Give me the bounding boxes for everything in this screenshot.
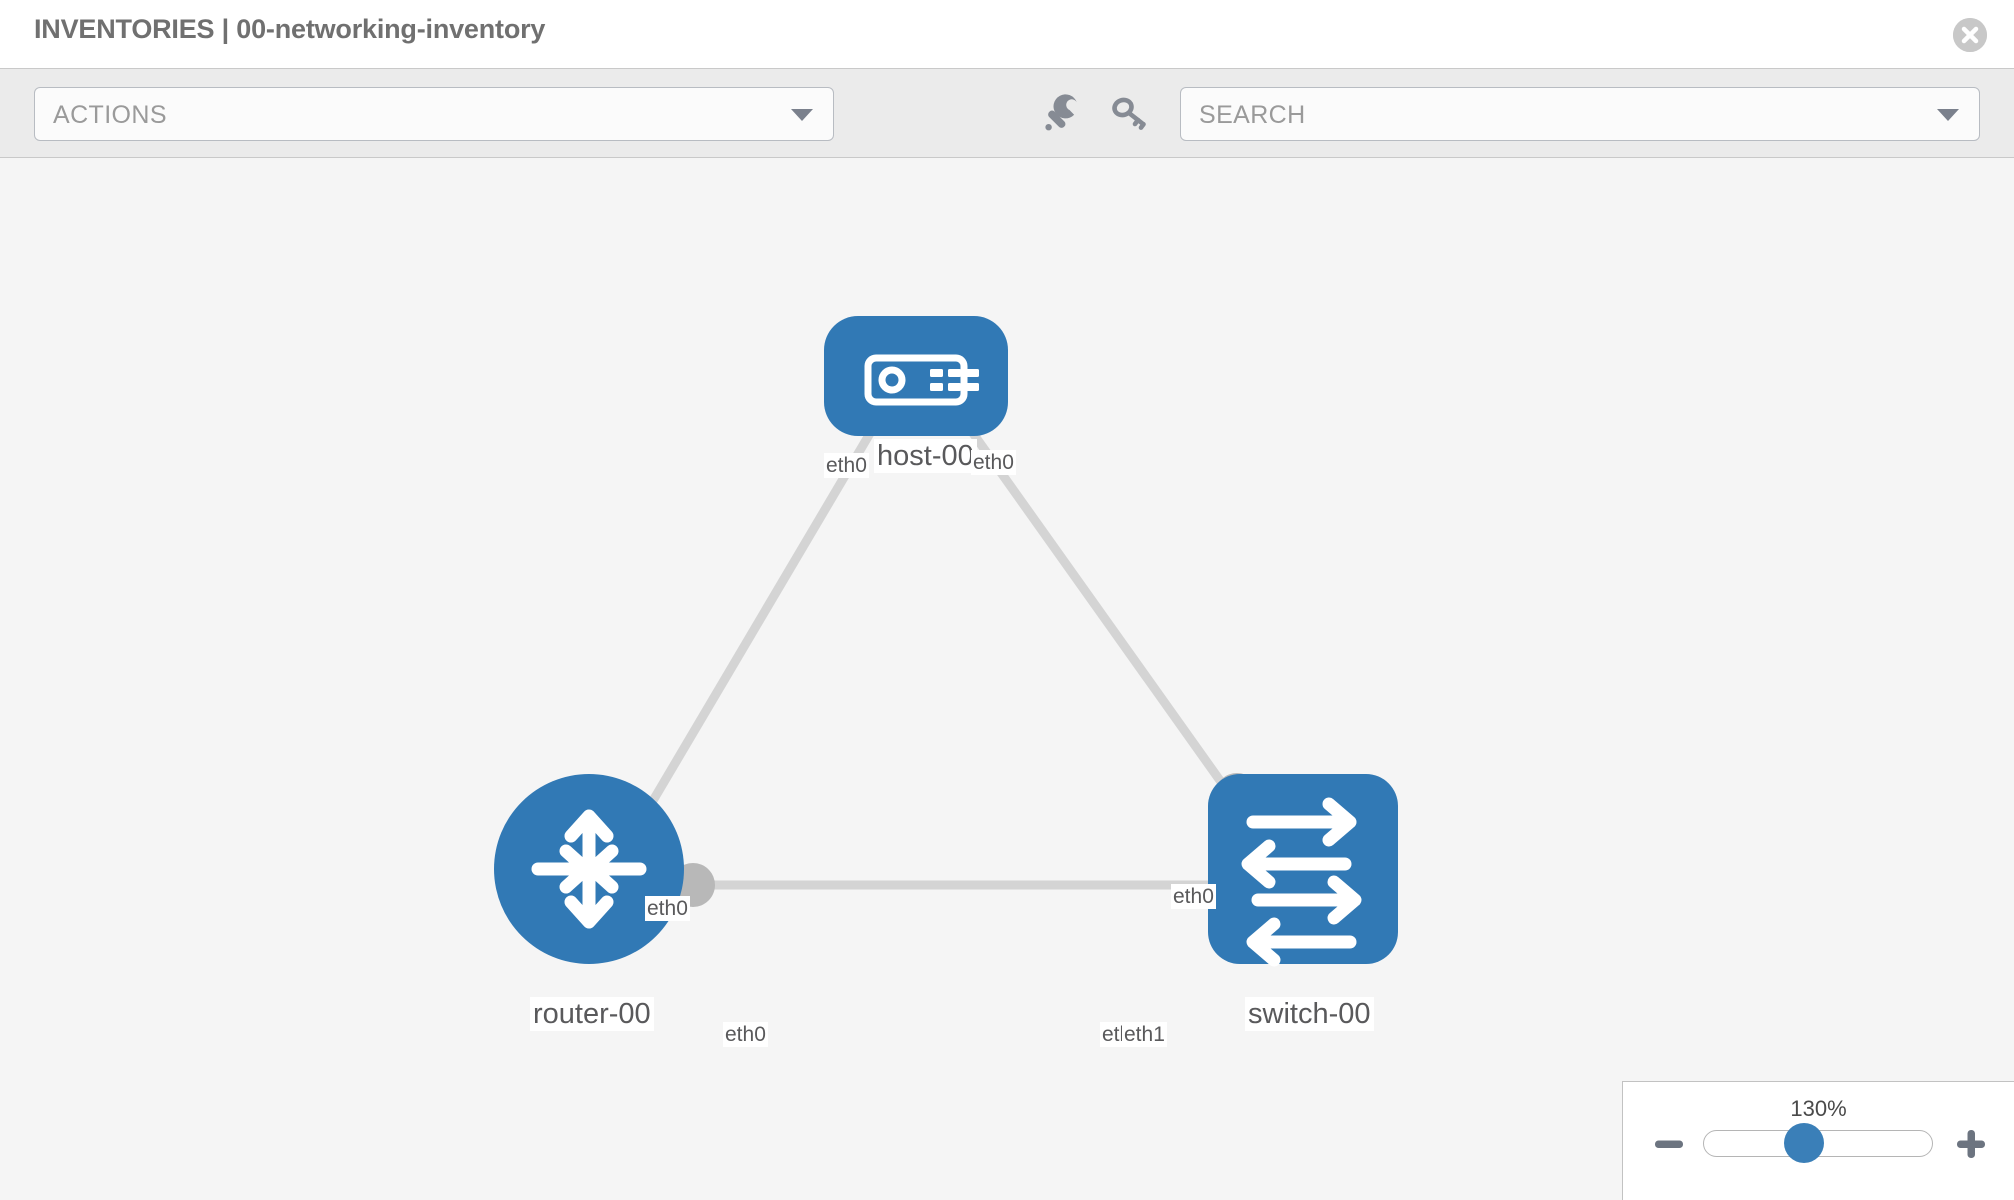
link-host-router[interactable] [621, 405, 889, 851]
wrench-icon[interactable] [1040, 93, 1084, 135]
topology-canvas[interactable]: host-00 router-00 switch-00 eth0 eth0 et… [0, 158, 2014, 1200]
close-icon[interactable] [1953, 18, 1987, 52]
search-placeholder: SEARCH [1199, 101, 1306, 129]
link-host-switch[interactable] [951, 405, 1272, 851]
edge-label-host-router-far: eth0 [645, 896, 690, 921]
node-label-router-00: router-00 [530, 997, 654, 1031]
toolbar: ACTIONS SEARC [0, 68, 2014, 158]
key-icon[interactable] [1108, 93, 1152, 135]
node-label-host-00: host-00 [874, 439, 977, 473]
topology-graph [494, 316, 1398, 967]
minus-icon[interactable] [1651, 1126, 1687, 1162]
edge-label-router-switch-near: eth0 [723, 1022, 768, 1047]
chevron-down-icon [1937, 109, 1959, 121]
chevron-down-icon [791, 109, 813, 121]
actions-dropdown-label: ACTIONS [53, 101, 167, 129]
page-title: INVENTORIES | 00-networking-inventory [34, 14, 546, 44]
node-label-switch-00: switch-00 [1245, 997, 1374, 1031]
node-switch-00[interactable] [1208, 774, 1398, 967]
actions-dropdown[interactable]: ACTIONS [34, 87, 834, 141]
edge-label-host-switch-far: eth0 [1171, 884, 1216, 909]
search-input[interactable]: SEARCH [1180, 87, 1980, 141]
node-router-00[interactable] [494, 774, 684, 964]
edge-label-host-switch-near: eth0 [971, 450, 1016, 475]
plus-icon[interactable] [1953, 1126, 1989, 1162]
zoom-control-panel: 130% [1622, 1081, 2014, 1200]
edge-label-router-switch-far: eth1 [1122, 1022, 1167, 1047]
zoom-slider-thumb[interactable] [1784, 1123, 1824, 1163]
page-header: INVENTORIES | 00-networking-inventory [0, 0, 2014, 68]
node-host-00[interactable] [824, 316, 1008, 436]
zoom-level-label: 130% [1790, 1096, 1847, 1121]
edge-label-host-router-near: eth0 [824, 453, 869, 478]
topology-links [621, 405, 1272, 890]
